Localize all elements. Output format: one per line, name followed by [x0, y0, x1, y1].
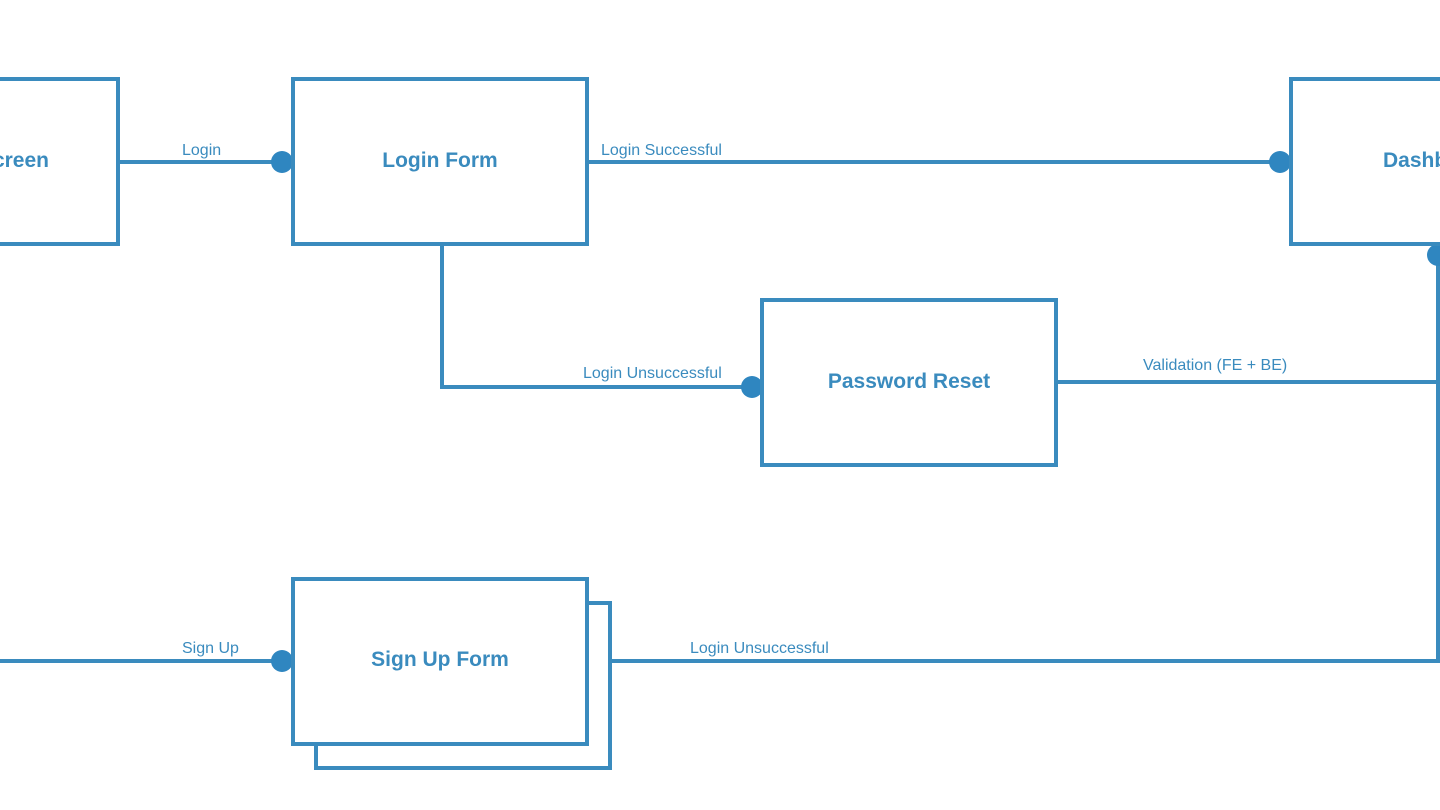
label-login-form: Login Form	[382, 149, 497, 172]
label-edge-login-unsuccessful-reset: Login Unsuccessful	[583, 365, 722, 382]
label-dashboard: Dashb	[1383, 149, 1440, 172]
label-edge-sign-up: Sign Up	[182, 640, 239, 657]
node-password-reset[interactable]	[760, 298, 1058, 467]
label-password-reset: Password Reset	[828, 370, 990, 393]
label-edge-validation: Validation (FE + BE)	[1143, 357, 1287, 374]
dot-password-reset-in	[741, 376, 763, 398]
node-start-screen[interactable]	[0, 77, 120, 246]
dot-dashboard-bottom	[1427, 244, 1440, 266]
label-edge-login-successful: Login Successful	[601, 142, 722, 159]
node-labels: creen Login Form Dashb Password Reset Si…	[0, 149, 1440, 671]
node-login-form[interactable]	[291, 77, 589, 246]
label-edge-login-unsuccessful-signup: Login Unsuccessful	[690, 640, 829, 657]
label-edge-login: Login	[182, 142, 221, 159]
edge-labels: Login Login Successful Login Unsuccessfu…	[182, 142, 1287, 657]
dot-dashboard-in	[1269, 151, 1291, 173]
dot-sign-up-form-in	[271, 650, 293, 672]
label-start-screen: creen	[0, 149, 49, 172]
connector-dots	[271, 151, 1440, 672]
nodes	[0, 77, 1440, 770]
node-dashboard[interactable]	[1289, 77, 1440, 246]
label-sign-up-form: Sign Up Form	[371, 648, 509, 671]
node-sign-up-form[interactable]	[291, 577, 589, 746]
edge-login-unsuccessful-reset	[440, 244, 752, 389]
dot-login-form-in	[271, 151, 293, 173]
connectors	[0, 160, 1440, 663]
